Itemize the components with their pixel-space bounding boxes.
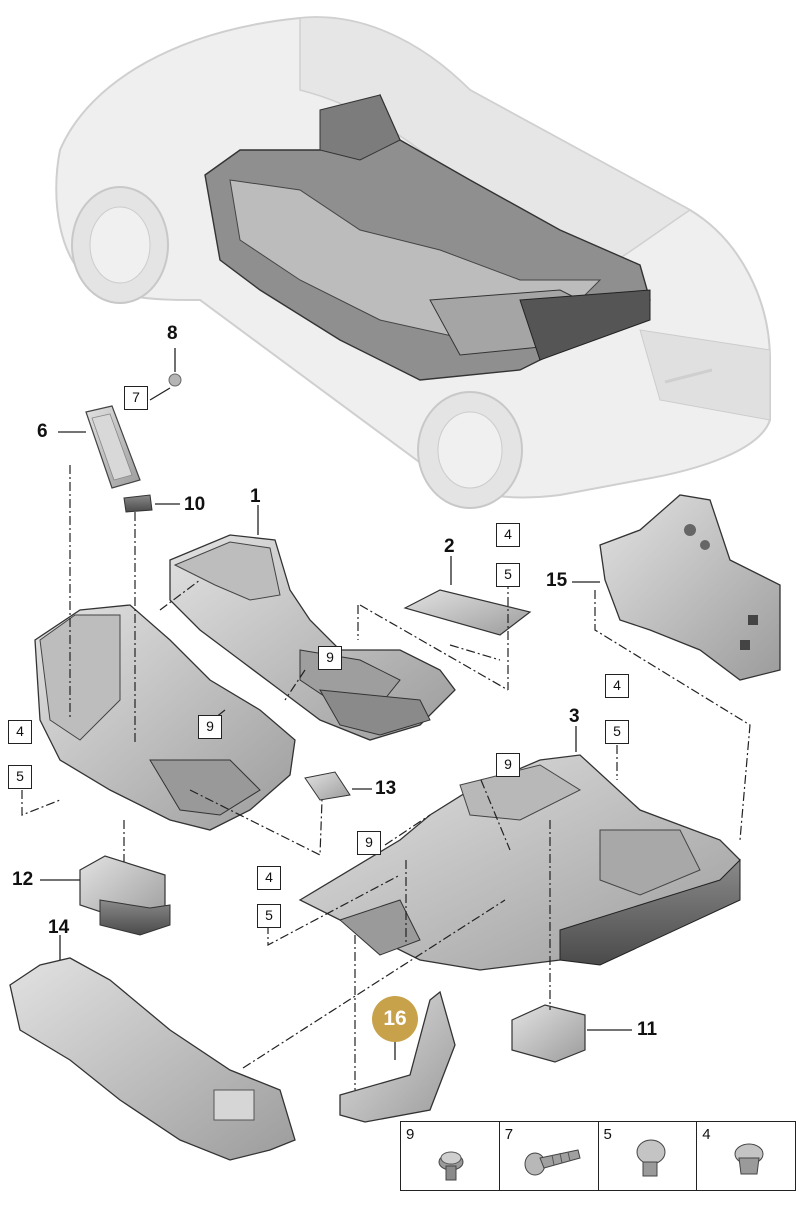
legend-cell-washer-nut: 5 [599,1122,698,1190]
car-wheel-front [71,186,169,304]
part-12-shape [79,855,171,936]
left-floor-covering-shape [34,604,296,831]
ref-box-5-right: 5 [605,720,629,744]
legend-label: 9 [406,1126,415,1143]
legend-label: 4 [702,1126,711,1143]
ref-box-9-left: 9 [198,715,222,739]
part-number-1: 1 [250,486,261,507]
ref-box-9-right-top: 9 [496,753,520,777]
ref-box-5-left: 5 [8,765,32,789]
part-number-14: 14 [48,917,70,938]
part-number-12: 12 [12,869,34,890]
fastener-legend: 9 7 5 4 [400,1121,796,1191]
ref-box-7: 7 [124,386,148,410]
part-number-8: 8 [167,323,178,344]
ref-box-5-top: 5 [496,563,520,587]
ref-box-4-right: 4 [605,674,629,698]
part-number-13: 13 [375,778,397,799]
ref-box-5-bottom: 5 [257,904,281,928]
part-3-shape [298,754,741,971]
part-10-shape [123,494,153,513]
washer-nut-icon [636,1139,665,1177]
part-1-shape [169,534,456,741]
part-number-11: 11 [637,1019,658,1040]
part-13-shape [304,771,351,801]
screw-icon [524,1149,581,1176]
legend-cell-screw: 7 [500,1122,599,1190]
car-floor-assembly [204,93,651,381]
leader-lines [21,465,751,1090]
part-number-2: 2 [444,536,455,557]
legend-cell-clip: 9 [401,1122,500,1190]
part-number-6: 6 [37,421,48,442]
legend-label: 7 [504,1126,514,1143]
part-number-15: 15 [546,570,568,591]
part-number-3: 3 [569,706,580,727]
part-6-shape [85,405,141,489]
expanding-nut-icon [734,1143,764,1175]
ref-box-4-top: 4 [496,523,520,547]
part-16-shape [339,990,456,1123]
part-number-10: 10 [184,494,206,515]
clip-icon [438,1151,464,1181]
ref-box-9-center: 9 [318,646,342,670]
ref-box-4-left: 4 [8,720,32,744]
legend-label: 5 [603,1126,612,1143]
part-2-shape [403,589,532,636]
part-14-shape [9,957,296,1161]
part-15-shape [599,494,781,681]
part-11-shape [511,1004,586,1063]
ref-box-9-right-mid: 9 [357,831,381,855]
part-8-shape [168,373,182,387]
ref-box-4-bottom: 4 [257,866,281,890]
car-wheel-rear [417,391,523,509]
part-number-16-highlight: 16 [372,996,418,1042]
legend-cell-expanding-nut: 4 [697,1122,795,1190]
